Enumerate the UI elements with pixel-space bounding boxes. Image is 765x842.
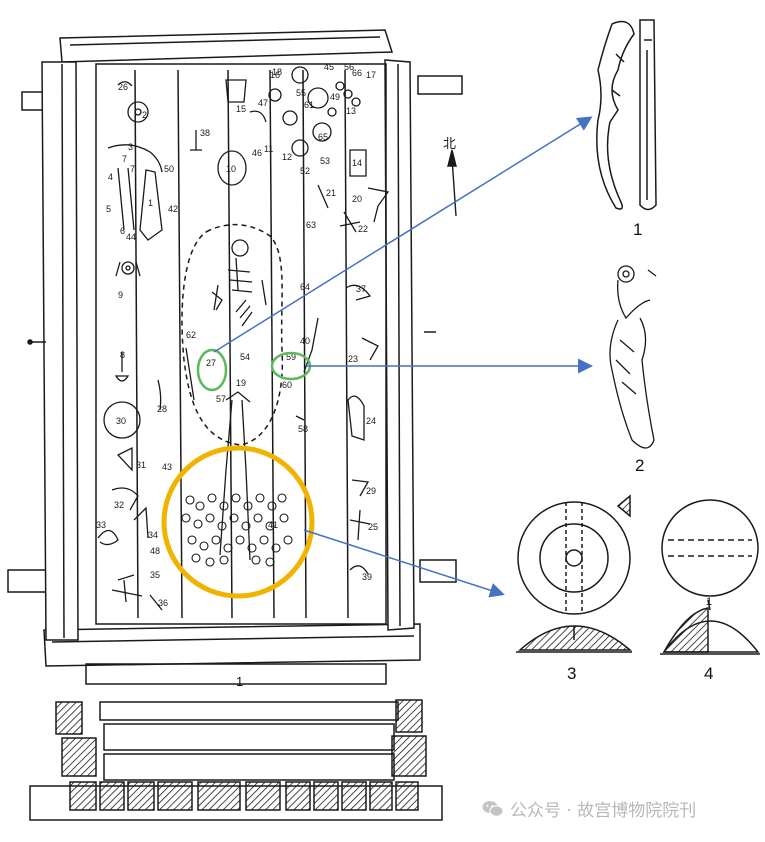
grave-number-39: 39	[362, 572, 372, 582]
grave-number-52: 52	[300, 166, 310, 176]
grave-number-50: 50	[164, 164, 174, 174]
grave-number-31: 31	[136, 460, 146, 470]
grave-number-24: 24	[366, 416, 376, 426]
grave-number-49: 49	[330, 92, 340, 102]
grave-number-19: 19	[236, 378, 246, 388]
bead-cluster	[181, 493, 293, 567]
grave-number-30: 30	[116, 416, 126, 426]
grave-number-18: 18	[272, 67, 282, 77]
grave-number-55: 55	[296, 88, 306, 98]
watermark-text: 公众号 · 故宫博物院院刊	[510, 801, 697, 821]
grave-number-40: 40	[300, 336, 310, 346]
grave-number-23: 23	[348, 354, 358, 364]
grave-number-48: 48	[150, 546, 160, 556]
grave-number-21: 21	[326, 188, 336, 198]
grave-number-62: 62	[186, 330, 196, 340]
grave-number-16: 16	[270, 70, 280, 80]
grave-number-9: 9	[118, 290, 123, 300]
grave-number-22: 22	[358, 224, 368, 234]
artifact-1-drawing	[596, 19, 657, 211]
grave-number-20: 20	[352, 194, 362, 204]
grave-number-32: 32	[114, 500, 124, 510]
grave-number-13: 13	[346, 106, 356, 116]
figure-number-2: 2	[635, 456, 645, 475]
grave-number-7: 7	[130, 164, 135, 174]
grave-number-54: 54	[240, 352, 250, 362]
arrow-to-artifact-1	[213, 116, 593, 353]
arrow-to-artifacts-3-4	[303, 529, 505, 598]
watermark: 公众号 · 故宫博物院院刊	[482, 796, 696, 821]
grave-number-2: 2	[142, 110, 147, 120]
figure-number-4: 4	[704, 664, 714, 683]
grave-number-38: 38	[200, 128, 210, 138]
grave-number-17: 17	[366, 70, 376, 80]
grave-number-41: 41	[268, 520, 278, 530]
grave-number-12: 12	[282, 152, 292, 162]
grave-number-42: 42	[168, 204, 178, 214]
grave-number-5: 5	[106, 204, 111, 214]
grave-number-45: 45	[324, 62, 334, 72]
grave-number-14: 14	[352, 158, 362, 168]
grave-number-53: 53	[320, 156, 330, 166]
grave-number-36: 36	[158, 598, 168, 608]
grave-number-7: 7	[122, 154, 127, 164]
svg-text:北: 北	[443, 137, 456, 152]
highlight-artifact-27	[196, 348, 228, 392]
grave-number-44: 44	[126, 232, 136, 242]
coffin-plan	[7, 29, 463, 685]
grave-number-10: 10	[226, 164, 236, 174]
callout-arrows	[213, 116, 593, 598]
coffin-section	[29, 699, 443, 821]
grave-number-64: 64	[300, 282, 310, 292]
grave-number-26: 26	[118, 82, 128, 92]
grave-number-43: 43	[162, 462, 172, 472]
grave-number-47: 47	[258, 98, 268, 108]
skeleton-remains	[213, 239, 267, 561]
grave-number-58: 58	[298, 424, 308, 434]
grave-number-65: 65	[318, 132, 328, 142]
section-mark: 1	[706, 596, 713, 608]
grave-number-33: 33	[96, 520, 106, 530]
grave-number-8: 8	[120, 350, 125, 360]
grave-number-46: 46	[252, 148, 262, 158]
north-arrow: 北	[443, 137, 457, 217]
grave-number-63: 63	[306, 220, 316, 230]
grave-number-57: 57	[216, 394, 226, 404]
highlight-bead-area	[161, 445, 315, 599]
grave-number-34: 34	[148, 530, 158, 540]
grave-number-27: 27	[206, 358, 216, 368]
grave-number-25: 25	[368, 522, 378, 532]
grave-number-29: 29	[366, 486, 376, 496]
figure-number-1: 1	[633, 220, 643, 239]
wechat-icon	[482, 800, 504, 817]
grave-number-15: 15	[236, 104, 246, 114]
grave-number-60: 60	[282, 380, 292, 390]
grave-number-37: 37	[356, 284, 366, 294]
grave-number-1: 1	[148, 198, 153, 208]
grave-number-4: 4	[108, 172, 113, 182]
grave-number-59: 59	[286, 352, 296, 362]
artifact-2-drawing	[609, 265, 657, 449]
grave-number-3: 3	[128, 142, 133, 152]
artifact-4-drawing	[660, 499, 760, 655]
grave-number-11: 11	[264, 144, 273, 154]
grave-goods	[97, 66, 390, 611]
artifact-3-drawing	[516, 494, 633, 653]
plan-mark: 1	[236, 674, 244, 689]
grave-number-56: 56	[344, 62, 354, 72]
figure-number-3: 3	[567, 664, 577, 683]
grave-number-66: 66	[352, 68, 362, 78]
grave-number-61: 61	[304, 100, 314, 110]
grave-number-35: 35	[150, 570, 160, 580]
grave-number-28: 28	[157, 404, 167, 414]
grave-number-6: 6	[120, 226, 125, 236]
